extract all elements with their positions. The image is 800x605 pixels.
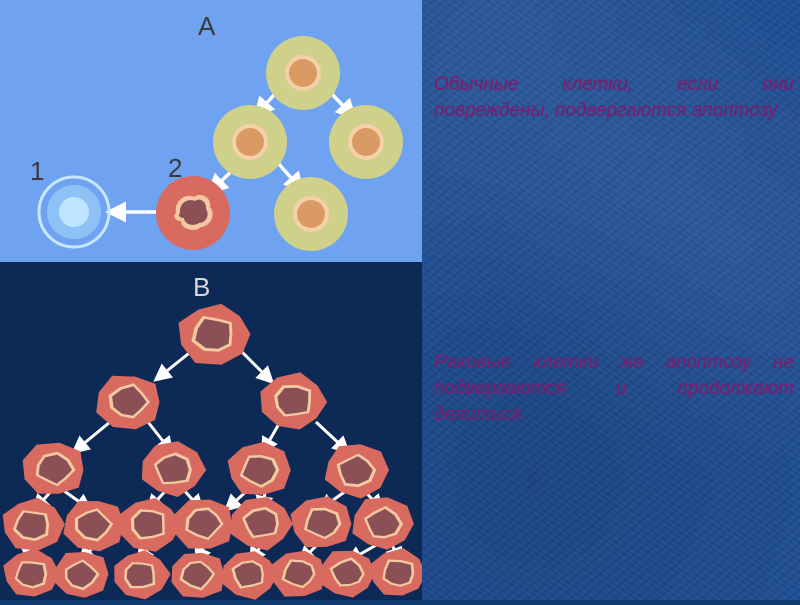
cancer-cell [141,441,207,497]
cancer-cell [369,548,426,596]
cancer-cell [227,441,291,495]
label-1: 1 [30,156,44,186]
normal-cell [266,36,340,110]
label-2: 2 [168,153,182,183]
cancer-cell [260,372,328,430]
cancer-cell [290,496,352,548]
normal-cell [213,105,287,179]
arrow [314,420,351,455]
cancer-cell [54,552,109,598]
cancer-cells [2,303,426,600]
cancer-cell [114,550,171,600]
cancer-cell [63,501,124,552]
cancer-cell [221,551,279,600]
apoptotic-cell [37,175,111,249]
normal-cells-caption: Обычные клетки, если они повреждены, под… [434,74,794,121]
normal-cell [274,177,348,251]
panel-a-normal-cells: A 1 2 [0,0,422,262]
cancer-cell [22,442,84,494]
cancer-cell [178,303,251,365]
arrow [238,348,275,385]
cancer-cell [119,498,182,552]
arrow [153,348,194,382]
cancer-cell [174,499,233,549]
panel-b-cancer-cells: B [0,262,426,600]
normal-cell-diagram: A 1 2 [30,11,403,251]
cancer-cell [319,550,375,598]
damaged-cell [156,176,230,250]
cancer-cell [230,497,293,551]
cancer-cell [3,548,60,597]
cancer-cell [271,550,326,597]
normal-cell [329,105,403,179]
cancer-cell [324,444,389,499]
cancer-cell-diagram: B [2,272,426,600]
cancer-cell [2,497,65,551]
label-a: A [198,11,216,41]
cancer-cell [352,497,414,550]
label-b: B [193,272,210,302]
text-panel: Обычные клетки, если они повреждены, под… [422,0,800,600]
cancer-cells-caption: Раковые клетки же апоптозу не подвергают… [434,352,794,425]
cancer-cell [171,552,225,598]
cancer-cell [96,375,160,430]
arrow [71,420,111,454]
